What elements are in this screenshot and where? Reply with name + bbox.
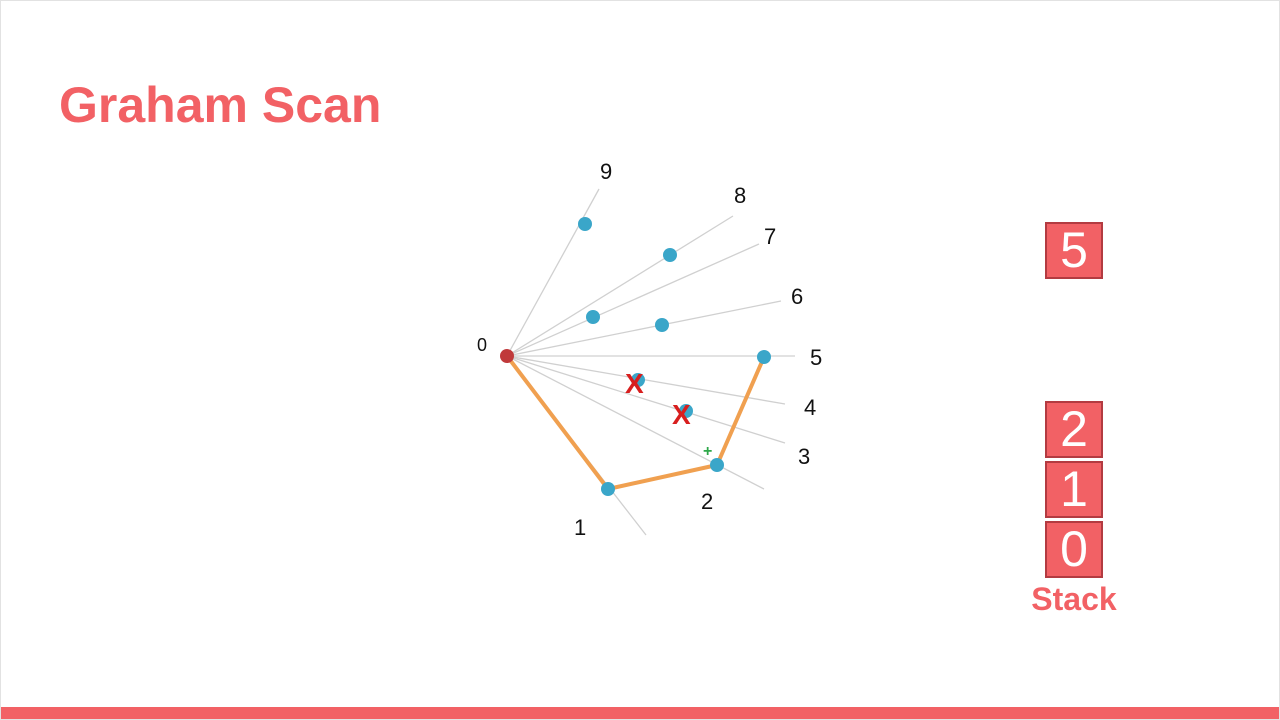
point-4 [631, 373, 645, 387]
stack-pending-item: 5 [1045, 222, 1103, 279]
scan-marks: X X + [625, 368, 712, 460]
pivot-label: 0 [477, 335, 487, 355]
hull-path [505, 354, 766, 491]
stack-item-bottom: 0 [1045, 521, 1103, 578]
label-3: 3 [798, 444, 810, 469]
point-labels: 0 1 2 3 4 5 6 7 8 9 [477, 159, 822, 540]
ray-3 [506, 355, 786, 444]
label-8: 8 [734, 183, 746, 208]
rays [506, 188, 795, 536]
point-1 [601, 482, 615, 496]
point-8 [663, 248, 677, 262]
point-2 [710, 458, 724, 472]
point-3 [679, 404, 693, 418]
stack-item-middle: 1 [1045, 461, 1103, 518]
bottom-accent-bar [1, 707, 1279, 719]
ray-7 [506, 243, 760, 357]
pivot-point [500, 349, 514, 363]
label-9: 9 [600, 159, 612, 184]
point-7 [586, 310, 600, 324]
point-6 [655, 318, 669, 332]
label-4: 4 [804, 395, 816, 420]
label-2: 2 [701, 489, 713, 514]
label-5: 5 [810, 345, 822, 370]
stack-item-top: 2 [1045, 401, 1103, 458]
label-7: 7 [764, 224, 776, 249]
label-6: 6 [791, 284, 803, 309]
stack-label: Stack [1031, 581, 1117, 617]
ray-6 [506, 300, 782, 357]
accept-mark-point-2: + [703, 443, 712, 460]
ray-8 [506, 215, 734, 357]
slide-title: Graham Scan [59, 77, 382, 133]
ray-9 [506, 188, 600, 357]
point-5 [757, 350, 771, 364]
points [578, 217, 771, 496]
point-9 [578, 217, 592, 231]
reject-mark-point-4: X [625, 368, 644, 399]
label-1: 1 [574, 515, 586, 540]
reject-mark-point-3: X [672, 399, 691, 430]
ray-4 [506, 355, 786, 405]
